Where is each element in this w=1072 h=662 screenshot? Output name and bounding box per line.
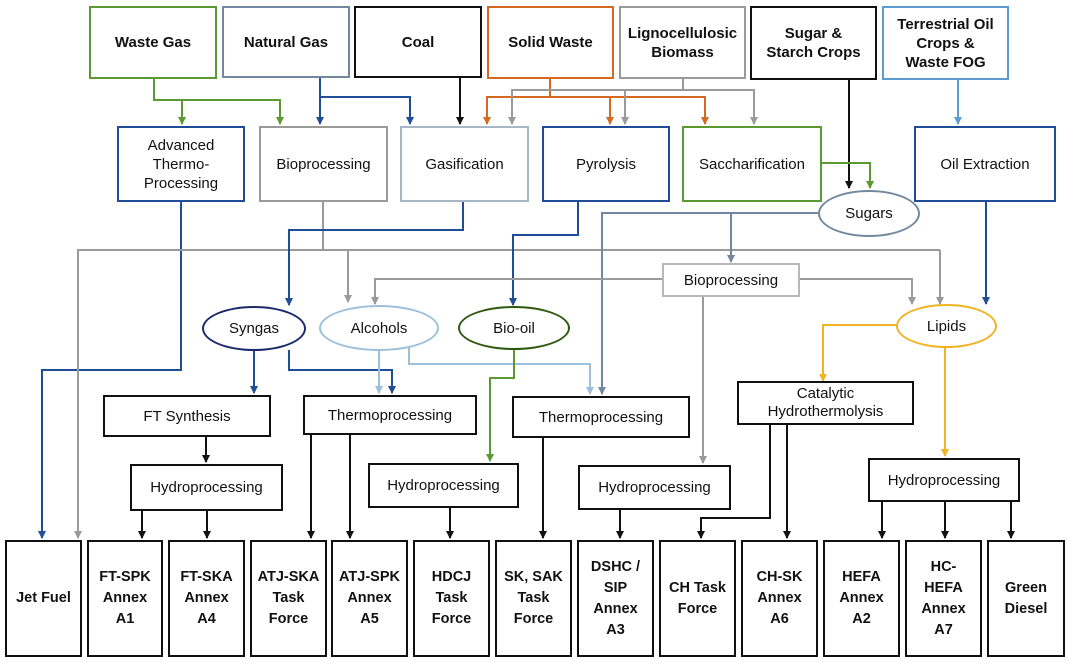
step-hydroprocessing-3: Hydroprocessing [578, 465, 731, 510]
output-ft-spk: FT-SPK Annex A1 [87, 540, 163, 657]
output-ch-task-force: CH Task Force [659, 540, 736, 657]
output-dshc-sip: DSHC / SIP Annex A3 [577, 540, 654, 657]
intermediate-sugars: Sugars [818, 190, 920, 237]
process-oil-extraction: Oil Extraction [914, 126, 1056, 202]
edge-biooil-hydro [486, 348, 515, 462]
step-catalytic-hydrothermolysis: Catalytic Hydrothermolysis [737, 381, 914, 425]
edge-natgas-gasif [320, 96, 414, 125]
edge-wastegas-advthermo [153, 79, 186, 125]
output-hdcj: HDCJ Task Force [413, 540, 490, 657]
edge-solidwaste [483, 79, 551, 125]
output-atj-ska: ATJ-SKA Task Force [250, 540, 327, 657]
edge-pyro-biooil [509, 202, 579, 306]
intermediate-bio-oil: Bio-oil [458, 306, 570, 350]
feedstock-natural-gas: Natural Gas [222, 6, 350, 78]
process-pyrolysis: Pyrolysis [542, 126, 670, 202]
edge-lipids-cat [819, 324, 896, 382]
process-advanced-thermo: Advanced Thermo- Processing [117, 126, 245, 202]
feedstock-coal: Coal [354, 6, 482, 78]
edge-midbio-alcohols [371, 278, 662, 305]
feedstock-lignocellulosic: Lignocellulosic Biomass [619, 6, 746, 79]
step-thermoprocessing-2: Thermoprocessing [512, 396, 690, 438]
output-ch-sk: CH-SK Annex A6 [741, 540, 818, 657]
intermediate-lipids: Lipids [896, 304, 997, 348]
edge-wastegas-bioproc [154, 99, 284, 125]
intermediate-alcohols: Alcohols [319, 305, 439, 351]
step-hydroprocessing-1: Hydroprocessing [130, 464, 283, 511]
output-sk-sak: SK, SAK Task Force [495, 540, 572, 657]
output-hc-hefa: HC- HEFA Annex A7 [905, 540, 982, 657]
process-bioprocessing-mid: Bioprocessing [662, 263, 800, 297]
edge-advthermo-jet [38, 202, 182, 539]
intermediate-syngas: Syngas [202, 306, 306, 351]
feedstock-solid-waste: Solid Waste [487, 6, 614, 79]
process-gasification: Gasification [400, 126, 529, 202]
feedstock-oil-crops: Terrestrial Oil Crops & Waste FOG [882, 6, 1009, 80]
feedstock-sugar-starch: Sugar & Starch Crops [750, 6, 877, 80]
step-thermoprocessing-1: Thermoprocessing [303, 395, 477, 435]
edge-sugars-bioproc [598, 212, 818, 395]
feedstock-waste-gas: Waste Gas [89, 6, 217, 79]
process-saccharification: Saccharification [682, 126, 822, 202]
output-green-diesel: Green Diesel [987, 540, 1065, 657]
process-bioprocessing-top: Bioprocessing [259, 126, 388, 202]
output-ft-ska: FT-SKA Annex A4 [168, 540, 245, 657]
step-ft-synthesis: FT Synthesis [103, 395, 271, 437]
output-hefa: HEFA Annex A2 [823, 540, 900, 657]
output-atj-spk: ATJ-SPK Annex A5 [331, 540, 408, 657]
edge-sacch-sugars [822, 162, 874, 189]
edge-ligno [508, 79, 684, 125]
step-hydroprocessing-4: Hydroprocessing [868, 458, 1020, 502]
step-hydroprocessing-2: Hydroprocessing [368, 463, 519, 508]
output-jet-fuel: Jet Fuel [5, 540, 82, 657]
edge-gasif-syngas [285, 202, 464, 306]
